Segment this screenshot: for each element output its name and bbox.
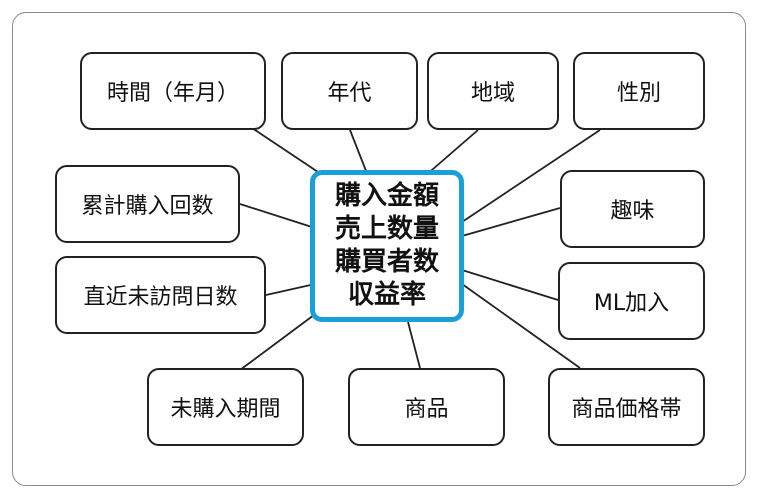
node-ml: ML加入 [558,262,705,340]
link-gender [461,129,601,223]
node-gender: 性別 [573,52,705,130]
node-time: 時間（年月） [80,52,266,130]
node-product-label: 商品 [404,397,449,422]
node-region-label: 地域 [470,81,515,106]
center-node: 購入金額 売上数量 購買者数 収益率 [310,170,464,322]
node-pricerange: 商品価格帯 [548,368,705,446]
node-ml-label: ML加入 [593,291,670,316]
node-hobby: 趣味 [560,170,705,248]
node-age: 年代 [281,52,418,130]
link-product [407,321,421,369]
link-pricerange [461,283,581,369]
link-hobby [461,207,561,237]
node-nopurchase: 未購入期間 [147,368,304,446]
node-age-label: 年代 [327,81,372,106]
center-line-3: 購買者数 [334,247,439,277]
node-hobby-label: 趣味 [610,199,655,224]
center-line-1: 購入金額 [334,181,439,211]
node-recent: 直近未訪問日数 [55,256,266,334]
link-cumulative [239,203,316,229]
center-line-2: 売上数量 [334,214,439,244]
link-age [349,129,369,177]
link-nopurchase [239,311,319,371]
node-region: 地域 [427,52,559,130]
node-nopurchase-label: 未購入期間 [170,397,281,422]
link-ml [461,269,559,301]
center-line-4: 収益率 [347,280,426,310]
node-product: 商品 [348,368,505,446]
node-pricerange-label: 商品価格帯 [571,397,682,422]
node-cumulative-label: 累計購入回数 [81,194,214,219]
node-time-label: 時間（年月） [106,81,239,106]
node-cumulative: 累計購入回数 [55,165,240,243]
link-region [424,129,479,177]
node-recent-label: 直近未訪問日数 [83,285,238,310]
node-gender-label: 性別 [616,81,661,106]
link-recent [265,283,316,296]
